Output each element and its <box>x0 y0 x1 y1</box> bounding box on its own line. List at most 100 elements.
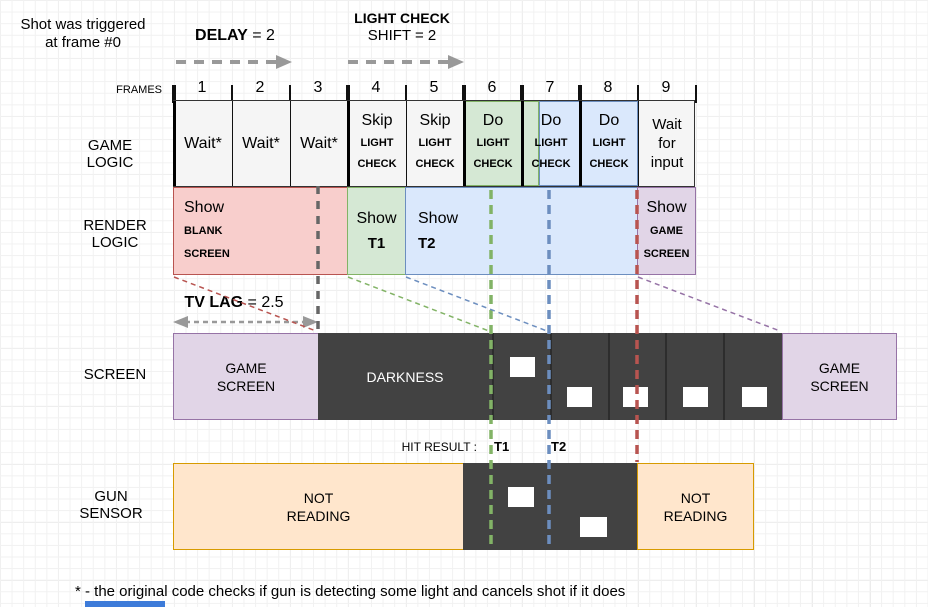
cell-separator <box>346 101 350 186</box>
cell-subtext: LIGHT CHECK <box>589 137 629 170</box>
cell-separator <box>520 101 524 186</box>
frame-number-6: 6 <box>487 79 497 96</box>
screen-game-screen-right: GAME SCREEN <box>782 333 897 420</box>
gun-t2-hit-square <box>580 517 607 537</box>
frame-number-1: 1 <box>197 79 207 96</box>
frame-tick <box>289 85 291 103</box>
gun-t1-hit-square <box>508 487 534 507</box>
frame-tick <box>346 85 350 103</box>
cell-separator <box>172 101 176 186</box>
cell-text: Do <box>540 112 562 129</box>
frame-number-4: 4 <box>371 79 381 96</box>
game-logic-cell-3: Wait* <box>290 101 348 186</box>
t2-flash-square <box>623 387 648 407</box>
screen-darkness-band: DARKNESS <box>318 333 782 420</box>
render-t2-box: Show T2 <box>405 187 638 275</box>
box-text: Show <box>356 210 397 227</box>
tv-lag-arrow-head-left <box>173 316 188 328</box>
frame-tick <box>637 85 639 103</box>
light-check-shift-title: LIGHT CHECK <box>354 10 450 26</box>
box-text: Show <box>646 199 687 216</box>
game-logic-cell-1: Wait* <box>174 101 232 186</box>
frame-tick <box>695 85 697 103</box>
light-check-shift-value: SHIFT = 2 <box>367 27 437 44</box>
cell-text: Skip <box>361 112 393 129</box>
tv-lag-label: TV LAG = 2.5 <box>174 294 294 312</box>
frame-tick <box>231 85 233 103</box>
t2-flash-square <box>567 387 592 407</box>
screen-row-label: SCREEN <box>83 366 147 383</box>
cell-text: Wait* <box>242 134 280 152</box>
hit-result-label: HIT RESULT : <box>401 440 477 454</box>
tv-lag-label-value: = 2.5 <box>243 294 284 311</box>
cell-text: Wait for input <box>650 116 684 171</box>
frame-number-5: 5 <box>429 79 439 96</box>
t2-flash-square <box>742 387 767 407</box>
screen-frame-separator <box>492 333 494 420</box>
cell-separator <box>638 101 639 186</box>
screen-game-screen-left: GAME SCREEN <box>173 333 319 420</box>
game-logic-row-label: GAME LOGIC <box>86 137 134 171</box>
frame-number-8: 8 <box>603 79 613 96</box>
delay-label-value: = 2 <box>247 27 275 44</box>
light-check-green-zone <box>464 101 539 186</box>
frame-number-9: 9 <box>661 79 671 96</box>
box-subtext: T1 <box>367 235 386 252</box>
cell-separator <box>578 101 582 186</box>
t2-flash-square <box>683 387 708 407</box>
screen-frame-separator <box>665 333 667 420</box>
scrollbar-thumb[interactable] <box>85 601 165 607</box>
delay-arrow-head <box>276 55 292 69</box>
screen-frame-separator <box>608 333 610 420</box>
cell-separator <box>406 101 407 186</box>
cell-separator <box>232 101 233 186</box>
delay-label-bold: DELAY <box>195 27 248 44</box>
frame-number-2: 2 <box>255 79 265 96</box>
render-game-screen-box: Show GAME SCREEN <box>637 187 696 275</box>
screen-frame-separator <box>550 333 552 420</box>
hit-result-t1-label: T1 <box>494 439 510 454</box>
box-subtext: BLANK SCREEN <box>184 225 230 260</box>
tv-lag-arrow-head-right <box>303 316 318 328</box>
cell-subtext: LIGHT CHECK <box>357 137 397 170</box>
darkness-label: DARKNESS <box>366 368 444 385</box>
light-check-blue-zone <box>539 101 638 186</box>
box-text: Show <box>184 199 225 216</box>
frame-tick <box>172 85 176 103</box>
t2-map-diagonal <box>405 276 548 332</box>
footnote: * - the original code checks if gun is d… <box>75 583 626 600</box>
light-check-shift-label: LIGHT CHECK SHIFT = 2 <box>340 9 464 45</box>
cell-text: Do <box>482 112 504 129</box>
frames-label: FRAMES <box>116 84 162 96</box>
cell-text: Wait* <box>184 134 222 152</box>
box-text: Show <box>418 210 459 227</box>
cell-subtext: LIGHT CHECK <box>415 137 455 170</box>
gun-reading-band <box>463 463 637 550</box>
box-subtext: GAME SCREEN <box>643 225 690 260</box>
render-blank-screen-box: Show BLANK SCREEN <box>173 187 348 275</box>
delay-label: DELAY = 2 <box>175 27 295 45</box>
tv-lag-label-bold: TV LAG <box>184 294 244 311</box>
t1-map-diagonal <box>347 276 490 332</box>
cell-subtext: LIGHT CHECK <box>531 137 571 170</box>
frame-tick <box>405 85 407 103</box>
frame-tick <box>578 85 582 103</box>
frame-tick <box>520 85 524 103</box>
shot-trigger-note: Shot was triggered at frame #0 <box>20 16 146 51</box>
render-t1-box: Show T1 <box>347 187 406 275</box>
frame-number-3: 3 <box>313 79 323 96</box>
render-logic-row-label: RENDER LOGIC <box>83 217 147 251</box>
gun-not-reading-right: NOT READING <box>637 463 754 550</box>
gun-sensor-row-label: GUN SENSOR <box>79 488 143 522</box>
frame-tick <box>462 85 466 103</box>
gun-not-reading-left: NOT READING <box>173 463 464 550</box>
light-check-shift-arrow-head <box>448 55 464 69</box>
t1-flash-square <box>510 357 535 377</box>
cell-text: Wait* <box>300 134 338 152</box>
cell-subtext: LIGHT CHECK <box>473 137 513 170</box>
cell-text: Skip <box>419 112 451 129</box>
